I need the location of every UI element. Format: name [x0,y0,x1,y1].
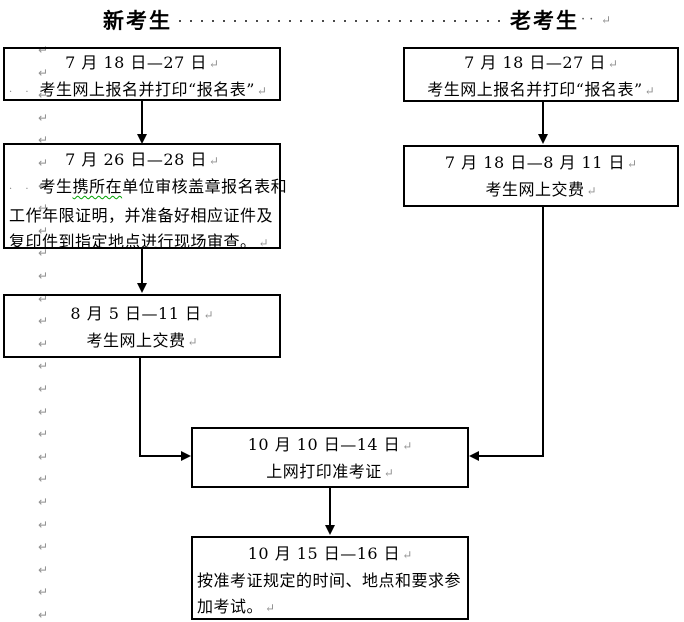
paragraph-mark-icon: ↵ [586,184,597,198]
paragraph-mark-icon: ↵ [38,223,49,238]
arrowhead-left-icon [469,451,479,461]
box-body-line: · ·考生携所在单位审核盖章报名表和 [9,177,288,196]
paragraph-mark-icon: ↵ [38,88,49,103]
header-trailing-dots: · · [581,12,594,27]
box-body-line: 加考试。↵ [197,597,276,616]
paragraph-mark-icon: ↵ [644,84,655,98]
paragraph-mark-icon: ↵ [383,466,394,480]
paragraph-mark-icon: ↵ [38,246,49,261]
paragraph-mark-icon: ↵ [38,178,49,193]
box-date-line: 7 月 26 日—28 日↵ [65,150,219,169]
paragraph-mark-icon: ↵ [38,472,49,487]
grammar-wavy-underline: 携所在 [72,177,123,196]
box-body-line: 工作年限证明，并准备好相应证件及 [9,206,274,225]
arrowhead-down-icon [137,283,147,293]
arrowhead-down-icon [325,525,335,535]
box-body-line: 复印件到指定地点进行现场审查。↵ [9,232,269,251]
paragraph-mark-icon: ↵ [38,608,49,622]
paragraph-mark-icon: ↵ [38,133,49,148]
box-body-line: 考生网上交费↵ [86,331,198,350]
paragraph-mark-icon: ↵ [38,562,49,577]
paragraph-mark-icon: ↵ [38,43,49,57]
flow-box-print-admission-ticket: 10 月 10 日—14 日↵ 上网打印准考证↵ [191,427,469,488]
box-body-line: · ·考生网上报名并打印“报名表”↵ [9,80,267,99]
paragraph-mark-icon: ↵ [38,156,49,170]
box-body-line: 按准考证规定的时间、地点和要求参 [197,571,462,590]
box-date-line: 7 月 18 日—27 日↵ [65,53,219,72]
paragraph-mark-icon: ↵ [208,154,219,168]
arrowhead-right-icon [181,451,191,461]
paragraph-mark-icon: ↵ [38,495,49,509]
flow-box-new-register: 7 月 18 日—27 日↵ · ·考生网上报名并打印“报名表”↵ [3,47,281,101]
box-date-line: 10 月 10 日—14 日↵ [247,435,413,454]
new-candidates-header: 新考生 [103,8,172,33]
box-date-line: 10 月 15 日—16 日↵ [247,544,413,563]
paragraph-mark-icon: ↵ [402,439,413,453]
paragraph-mark-icon: ↵ [38,336,49,351]
flow-box-take-exam: 10 月 15 日—16 日↵ 按准考证规定的时间、地点和要求参 加考试。↵ [191,536,469,620]
box-date-line: 7 月 18 日—8 月 11 日↵ [444,153,638,172]
paragraph-mark-icon: ↵ [187,335,198,349]
box-body-line: 考生网上交费↵ [485,180,597,199]
paragraph-mark-icon: ↵ [38,314,49,329]
dotted-leader-line [179,20,507,22]
paragraph-mark-icon: ↵ [258,236,269,250]
paragraph-mark-icon: ↵ [627,157,638,171]
paragraph-mark-icon: ↵ [38,201,49,216]
paragraph-mark-icon: ↵ [38,404,49,419]
flow-box-old-pay: 7 月 18 日—8 月 11 日↵ 考生网上交费↵ [403,145,679,207]
box-body-line: 考生网上报名并打印“报名表”↵ [427,80,655,99]
paragraph-mark-icon: ↵ [265,601,276,615]
connector-new3-merge1 [139,358,181,457]
paragraph-mark-icon: ↵ [38,540,49,555]
box-date-line: 8 月 5 日—11 日↵ [70,304,214,323]
box-date-line: 7 月 18 日—27 日↵ [464,53,618,72]
arrowhead-down-icon [538,134,548,144]
paragraph-mark-icon: ↵ [203,308,214,322]
space-marks-icon: · · [9,184,34,195]
paragraph-mark-icon: ↵ [38,427,49,442]
paragraph-mark-icon: ↵ [38,382,49,396]
flow-box-new-pay: 8 月 5 日—11 日↵ 考生网上交费↵ [3,294,281,358]
paragraph-mark-icon: ↵ [38,291,49,306]
paragraph-mark-icon: ↵ [38,269,49,283]
flow-box-new-onsite-review: 7 月 26 日—28 日↵ · ·考生携所在单位审核盖章报名表和 工作年限证明… [3,143,288,251]
paragraph-mark-icon: ↵ [607,57,618,71]
paragraph-mark-icon: ↵ [402,548,413,562]
connector-old2-merge1 [479,206,544,457]
paragraph-mark-icon: ↵ [38,110,49,125]
paragraph-mark-icon: ↵ [38,359,49,374]
space-marks-icon: · · [9,87,34,98]
paragraph-mark-icon: ↵ [601,13,612,27]
old-candidates-header: 老考生 [510,8,579,33]
paragraph-mark-icon: ↵ [38,65,49,80]
box-body-line: 上网打印准考证↵ [266,462,394,481]
flow-box-old-register: 7 月 18 日—27 日↵ 考生网上报名并打印“报名表”↵ [403,47,679,102]
paragraph-mark-icon: ↵ [38,585,49,600]
paragraph-mark-icon: ↵ [38,449,49,464]
paragraph-mark-icon: ↵ [208,57,219,71]
paragraph-mark-icon: ↵ [38,517,49,532]
paragraph-mark-icon: ↵ [256,84,267,98]
